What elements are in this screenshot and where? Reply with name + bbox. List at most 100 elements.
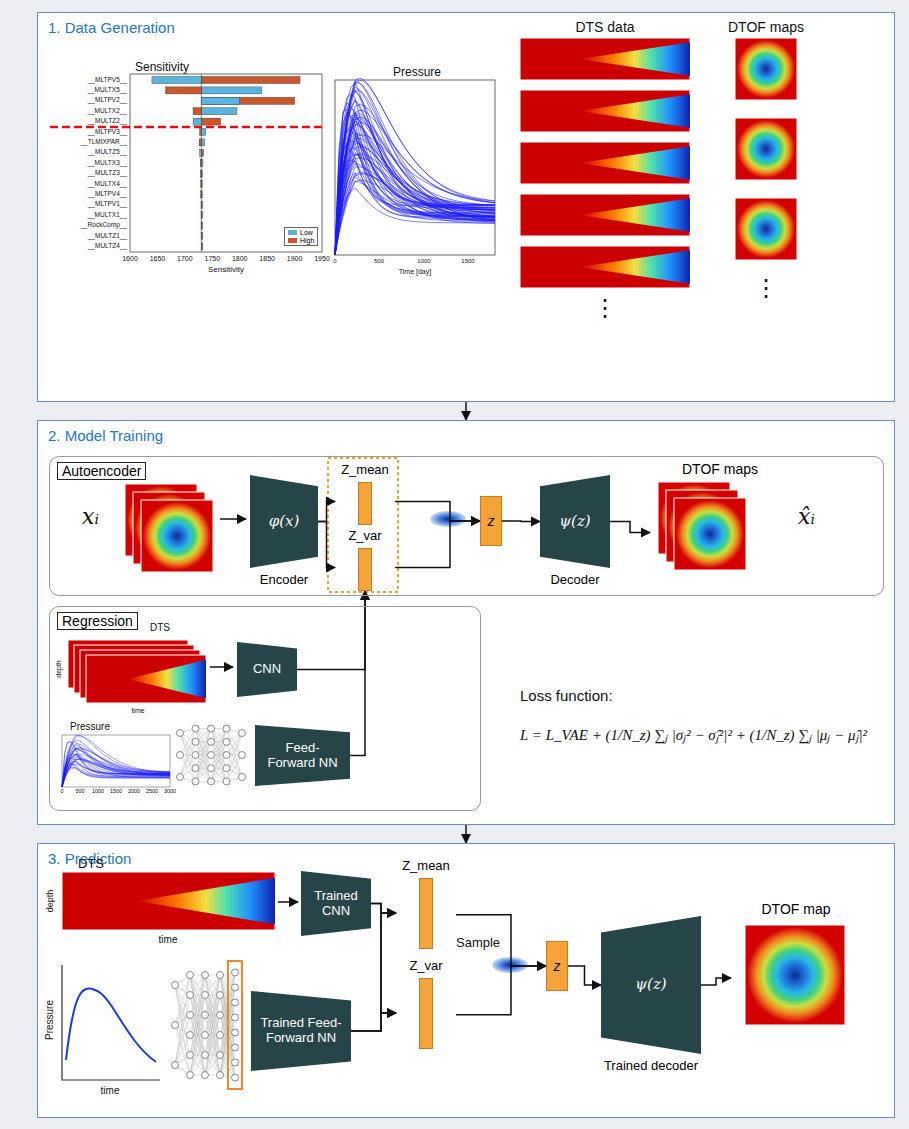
text-label: ⋮: [754, 276, 778, 300]
axis-tick: 1850: [259, 255, 275, 262]
connector: [395, 521, 480, 567]
tornado-bar: [201, 160, 203, 167]
node-label: ψ(z): [601, 916, 701, 1054]
region-heading: Autoencoder: [57, 462, 146, 480]
axis-tick: 3000: [164, 789, 176, 795]
tornado-bar: [201, 233, 202, 240]
node-label: φ(x): [250, 475, 318, 568]
tornado-bar: [199, 139, 201, 146]
latent-bar: [358, 482, 372, 525]
axis-tick: 0: [60, 789, 63, 795]
text-label: time: [159, 935, 178, 945]
latent-sample: z: [546, 941, 568, 991]
network-block: Trained CNN: [301, 871, 371, 936]
dts-image: [62, 872, 275, 930]
tornado-bar: [201, 222, 202, 229]
tornado-bar: [200, 160, 201, 167]
parameter-label: __MULTX1__: [87, 212, 127, 219]
axes: [62, 965, 160, 1080]
arrow: [210, 666, 233, 668]
loss-formula: L = L_VAE + (1/N_z) ∑ⱼ |σⱼ² − σ̂ⱼ²|² + (…: [520, 728, 867, 743]
text-label: Pressure: [393, 66, 441, 78]
panel-ground: [37, 843, 895, 1118]
latent-vector: Z_var: [396, 959, 456, 1049]
tornado-bar: [201, 201, 202, 208]
gaussian-sample: [430, 511, 466, 527]
text-label: Time [day]: [399, 268, 431, 275]
dts-image: [520, 246, 690, 288]
legend-swatch: [288, 230, 297, 235]
axis-tick: 1650: [150, 255, 166, 262]
tornado-bar: [193, 108, 201, 115]
tornado-bar: [201, 77, 300, 84]
axis-tick: 1800: [232, 255, 248, 262]
gaussian-sample: [492, 957, 528, 973]
dtof-map-image: [745, 925, 845, 1025]
network-block: Trained Feed-Forward NN: [251, 991, 351, 1071]
block-caption: Trained decoder: [581, 1059, 721, 1074]
tornado-bar: [201, 181, 202, 188]
latent-bar: [419, 878, 433, 949]
node-label: z: [554, 958, 561, 974]
legend-text: High: [300, 237, 314, 245]
panel-ground: [37, 420, 895, 825]
module-region: Autoencoderφ(x)EncoderZ_meanZ_varzψ(z)De…: [49, 456, 884, 596]
tornado-bar: [201, 212, 202, 219]
tornado-bar: [166, 87, 202, 94]
tornado-bar: [201, 243, 202, 250]
tornado-bar: [201, 108, 237, 115]
parameter-label: __MLTPV3__: [88, 129, 127, 136]
text-label: ⋮: [593, 296, 617, 320]
chart-frame: [62, 735, 170, 787]
connector: [395, 501, 480, 521]
parameter-label: __MULTZ5__: [88, 149, 127, 156]
latent-vector: Z_var: [335, 529, 395, 591]
text-label: depth: [46, 890, 55, 913]
text-label: DTS data: [575, 20, 634, 34]
node-label: Z_mean: [390, 859, 462, 874]
connector: [297, 591, 365, 670]
dts-image: [86, 655, 206, 703]
connector: [610, 522, 650, 533]
tornado-bar: [152, 77, 201, 84]
tornado-bar: [201, 201, 202, 208]
tornado-bar: [201, 149, 203, 156]
connector: [502, 520, 540, 522]
connector: [350, 591, 365, 756]
axis-tick: 2500: [146, 789, 158, 795]
connector: [701, 978, 731, 985]
axis-tick: 1900: [287, 255, 303, 262]
connector: [456, 915, 546, 966]
connector: [351, 913, 396, 1031]
text-label: DTS: [78, 857, 104, 870]
arrow: [278, 901, 298, 903]
text-label: time: [101, 1086, 120, 1096]
parameter-label: __MULTZ1__: [88, 233, 127, 240]
tornado-bar: [193, 118, 201, 125]
axis-tick: 500: [374, 258, 384, 264]
axis-tick: 500: [75, 789, 84, 795]
text-label: x̂ᵢ: [798, 506, 815, 528]
axis-tick: 1700: [177, 255, 193, 262]
tornado-bar: [201, 233, 202, 240]
connector: [371, 904, 396, 914]
text-label: xᵢ: [82, 506, 99, 528]
text-label: Sensitivity: [208, 266, 244, 274]
axis-tick: 1600: [122, 255, 138, 262]
module-region: RegressionCNNFeed-Forward NN: [49, 606, 481, 811]
parameter-label: __MULTX4__: [87, 181, 127, 188]
parameter-label: __MULTX2__: [87, 108, 127, 115]
connector: [465, 825, 467, 843]
dts-image: [520, 38, 690, 80]
latent-vector: Z_mean: [335, 463, 395, 525]
pressure-curves: [335, 78, 495, 255]
tornado-bar: [200, 129, 202, 136]
axis-tick: 2000: [128, 789, 140, 795]
node-label: Trained Feed-Forward NN: [260, 1016, 342, 1046]
axis-tick: 1000: [417, 258, 430, 264]
tornado-bar: [201, 170, 202, 177]
tornado-bar: [201, 212, 202, 219]
parameter-label: __MLTPV1__: [88, 201, 127, 208]
legend-text: Low: [300, 229, 313, 237]
axis-tick: 1500: [461, 258, 474, 264]
